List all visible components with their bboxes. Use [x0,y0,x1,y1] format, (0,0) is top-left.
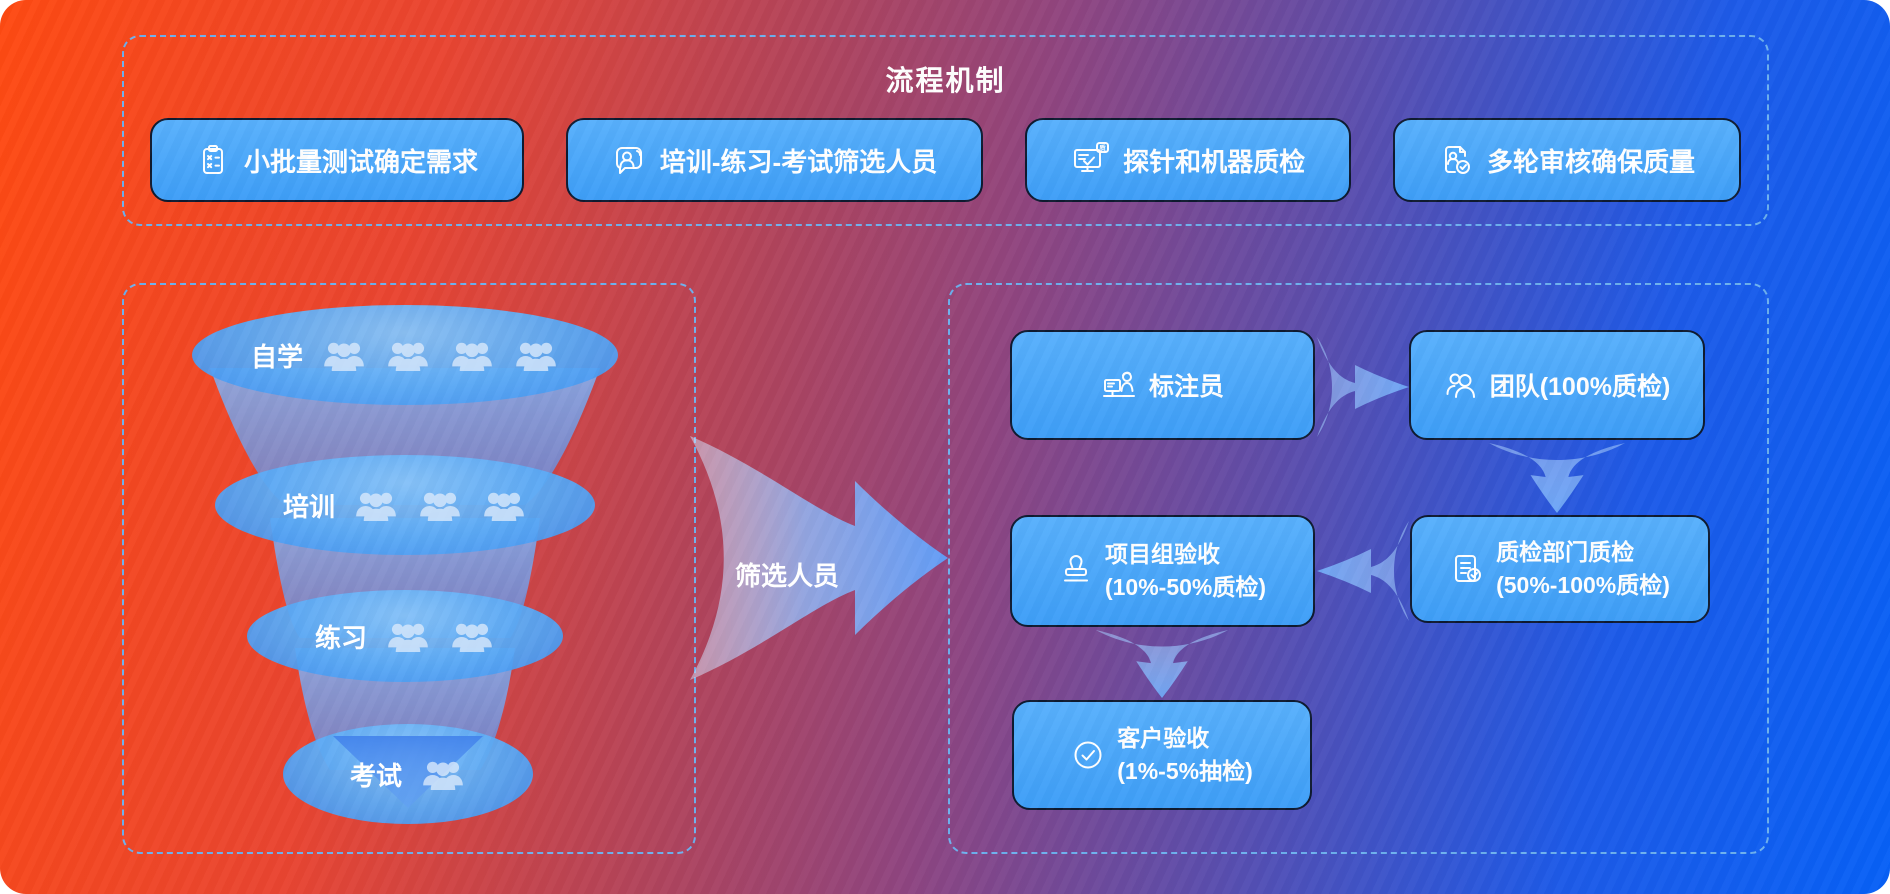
top-box-label: 探针和机器质检 [1123,146,1306,177]
team-icon [1446,373,1475,398]
arrow-left-icon [1317,521,1409,621]
document-review-icon [1444,146,1470,174]
funnel-level-training: 培训 [215,455,595,555]
people-group-icon [513,338,559,372]
funnel-level-label: 培训 [282,491,335,522]
stamp-icon [1063,555,1088,582]
svg-text:质: 质 [1099,143,1106,152]
flow-box-client-acceptance: 客户验收 (1%-5%抽检) [1012,700,1312,810]
top-box-multi-review: 多轮审核确保质量 [1392,118,1741,202]
flow-box-label-line2: (1%-5%抽检) [1117,758,1253,784]
top-box-machine-qc: 质 探针和机器质检 [1025,118,1352,202]
people-group-icon [481,488,527,522]
top-box-label: 多轮审核确保质量 [1486,146,1695,177]
flow-box-qc-department: 质检部门质检 (50%-100%质检) [1410,515,1710,623]
circle-check-icon [1074,741,1102,769]
flow-box-label-line1: 客户验收 [1117,725,1210,751]
funnel-level-practice: 练习 [247,590,563,682]
funnel-level-exam: 考试 [283,724,533,824]
flow-panel: 标注员 团队(100%质检) [948,283,1769,854]
people-group-icon [385,338,431,372]
top-box-training-exam: 培训-练习-考试筛选人员 [565,118,984,202]
flow-box-label-line1: 项目组验收 [1104,541,1220,567]
arrow-right-icon [1317,337,1409,437]
flow-box-label: 标注员 [1148,373,1224,401]
people-group-icon [321,338,367,372]
people-group-icon [420,757,466,791]
monitor-check-icon: 质 [1074,142,1110,172]
arrow-down-icon [1488,443,1626,513]
flow-box-project-acceptance: 项目组验收 (10%-50%质检) [1010,515,1315,627]
people-group-icon [449,619,495,653]
person-badge-icon [615,147,642,174]
clipboard-tasks-icon [203,145,223,174]
people-group-icon [353,488,399,522]
flow-box-label-line2: (50%-100%质检) [1496,572,1670,598]
screening-arrow [690,436,948,680]
page-title: 流程机制 [885,65,1006,96]
flow-box-annotator: 标注员 [1010,330,1315,440]
people-group-icon [417,488,463,522]
funnel-outlet-arrow [333,736,483,808]
funnel-level-label: 练习 [314,622,367,653]
people-group-icon [449,338,495,372]
top-box-small-batch: 小批量测试确定需求 [150,118,525,202]
annotator-desk-icon [1102,371,1135,397]
arrow-down-icon [1095,630,1229,698]
funnel-level-label: 自学 [250,341,303,372]
flow-box-label-line1: 质检部门质检 [1496,539,1635,565]
funnel-level-self-study: 自学 [192,305,618,405]
flow-box-label: 团队(100%质检) [1489,373,1671,401]
flow-box-label-line2: (10%-50%质检) [1104,574,1267,600]
screening-arrow-label: 筛选人员 [734,561,839,591]
top-box-label: 小批量测试确定需求 [244,146,479,177]
flow-box-team: 团队(100%质检) [1409,330,1705,440]
top-box-label: 培训-练习-考试筛选人员 [659,146,938,177]
funnel-level-label: 考试 [349,760,402,791]
funnel-panel [122,283,696,854]
top-box-row: 小批量测试确定需求 培训-练习-考试筛选人员 质 [124,118,1767,202]
people-group-icon [385,619,431,653]
top-panel: 流程机制 小批量测试确定需求 培训-练习-考试筛选人员 [122,35,1769,226]
doc-check-icon [1455,555,1482,582]
